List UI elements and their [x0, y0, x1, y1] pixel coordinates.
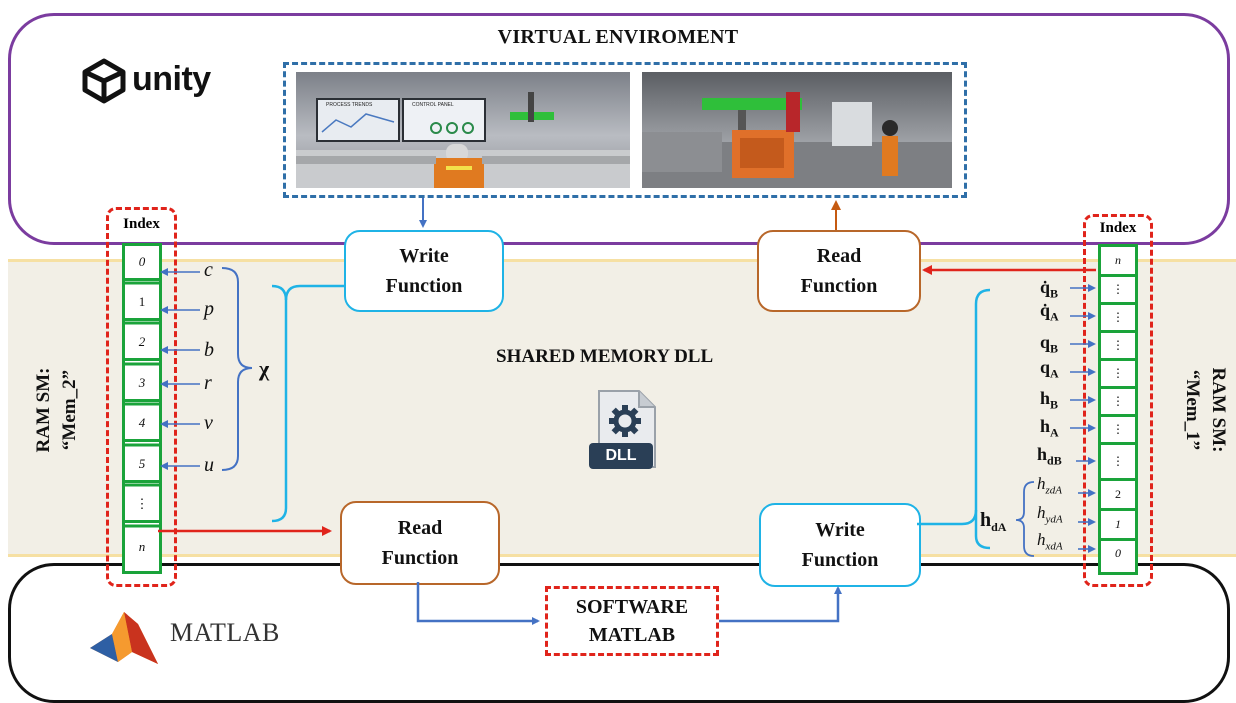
virtual-environment-title: VIRTUAL ENVIROMENT — [497, 26, 739, 48]
right-cell: ⋮ — [1101, 389, 1135, 417]
right-var-q-b: qB — [1040, 332, 1059, 356]
right-var-h-yda: hydA — [1037, 503, 1063, 526]
write-function-top: Write Function — [344, 230, 504, 312]
right-cell: 0 — [1115, 546, 1121, 560]
right-cell: n — [1101, 247, 1135, 277]
right-cell: ⋮ — [1101, 417, 1135, 445]
right-index-label: Index — [1099, 220, 1137, 236]
vr-screenshot-plant-floor — [642, 72, 952, 188]
right-var-q-a: qA — [1040, 357, 1059, 381]
right-var-h-zda: hzdA — [1037, 474, 1062, 497]
right-var-h-xda: hxdA — [1037, 530, 1063, 553]
hda-group-label: hdA — [980, 509, 1007, 534]
left-var: r — [204, 372, 212, 394]
left-var: v — [204, 412, 213, 434]
right-cell: ⋮ — [1101, 333, 1135, 361]
left-memory-column: 0 1 2 3 4 5 ⋮ n — [122, 243, 162, 574]
right-memory-column: n ⋮ ⋮ ⋮ ⋮ ⋮ ⋮ ⋮ 2 1 0 — [1098, 244, 1138, 575]
screen-panel-label-2: CONTROL PANEL — [412, 102, 454, 108]
unity-cube-icon — [82, 58, 126, 104]
right-cell: ⋮ — [1101, 361, 1135, 389]
left-memory-dashed-frame — [106, 207, 177, 587]
right-cell: 2 — [1101, 481, 1135, 511]
ram-sm-mem1-line2: “Mem_1” — [1182, 369, 1203, 451]
left-var: p — [204, 298, 214, 320]
chi-group-label: χ — [259, 356, 270, 381]
read-function-bottom: Read Function — [340, 501, 500, 585]
dll-badge-text: DLL — [605, 447, 637, 464]
matlab-wordmark: MATLAB — [170, 618, 280, 647]
screen-panel-label-1: PROCESS TRENDS — [326, 102, 373, 108]
unity-region — [8, 13, 1230, 245]
matlab-logo: MATLAB — [88, 604, 308, 674]
dll-file-icon: DLL — [587, 387, 667, 473]
left-index-label: Index — [123, 216, 160, 232]
left-var: u — [204, 454, 214, 476]
left-cell: ⋮ — [125, 488, 159, 523]
read-function-top: Read Function — [757, 230, 921, 312]
left-var: b — [204, 339, 214, 361]
left-cell: 1 — [125, 286, 159, 321]
right-cell: 1 — [1101, 511, 1135, 541]
right-var-qdot-b: q̇B — [1040, 277, 1059, 301]
left-cell: 0 — [125, 246, 159, 281]
right-var-h-a: hA — [1040, 416, 1059, 440]
right-var-qdot-a: q̇A — [1040, 300, 1059, 324]
right-cell: ⋮ — [1101, 277, 1135, 305]
right-var-h-b: hB — [1040, 388, 1059, 412]
vr-screenshot-control-room: PROCESS TRENDS CONTROL PANEL — [296, 72, 630, 188]
left-cell: 2 — [125, 326, 159, 361]
shared-memory-title: SHARED MEMORY DLL — [496, 346, 714, 367]
matlab-membrane-icon — [90, 612, 158, 664]
software-matlab-box: SOFTWARE MATLAB — [545, 586, 719, 656]
left-cell: 4 — [125, 407, 159, 442]
ram-sm-mem1-label: RAM SM: “Mem_1” — [1179, 368, 1231, 453]
write-function-bottom: Write Function — [759, 503, 921, 587]
ram-sm-mem1-line1: RAM SM: — [1208, 367, 1229, 453]
left-var: c — [204, 259, 213, 281]
right-cell: ⋮ — [1101, 445, 1135, 481]
unity-wordmark: unity — [132, 60, 211, 98]
ram-sm-mem2-line1: RAM SM: — [33, 367, 54, 453]
left-cell: n — [138, 538, 146, 554]
left-cell: 3 — [125, 367, 159, 402]
ram-sm-mem2-label: RAM SM: “Mem_2” — [31, 368, 83, 453]
right-var-h-db: hdB — [1037, 444, 1062, 468]
unity-logo: unity — [82, 58, 232, 106]
left-cell: 5 — [125, 448, 159, 483]
screenshots-container — [283, 62, 967, 198]
ram-sm-mem2-line2: “Mem_2” — [59, 369, 80, 451]
right-cell: ⋮ — [1101, 305, 1135, 333]
